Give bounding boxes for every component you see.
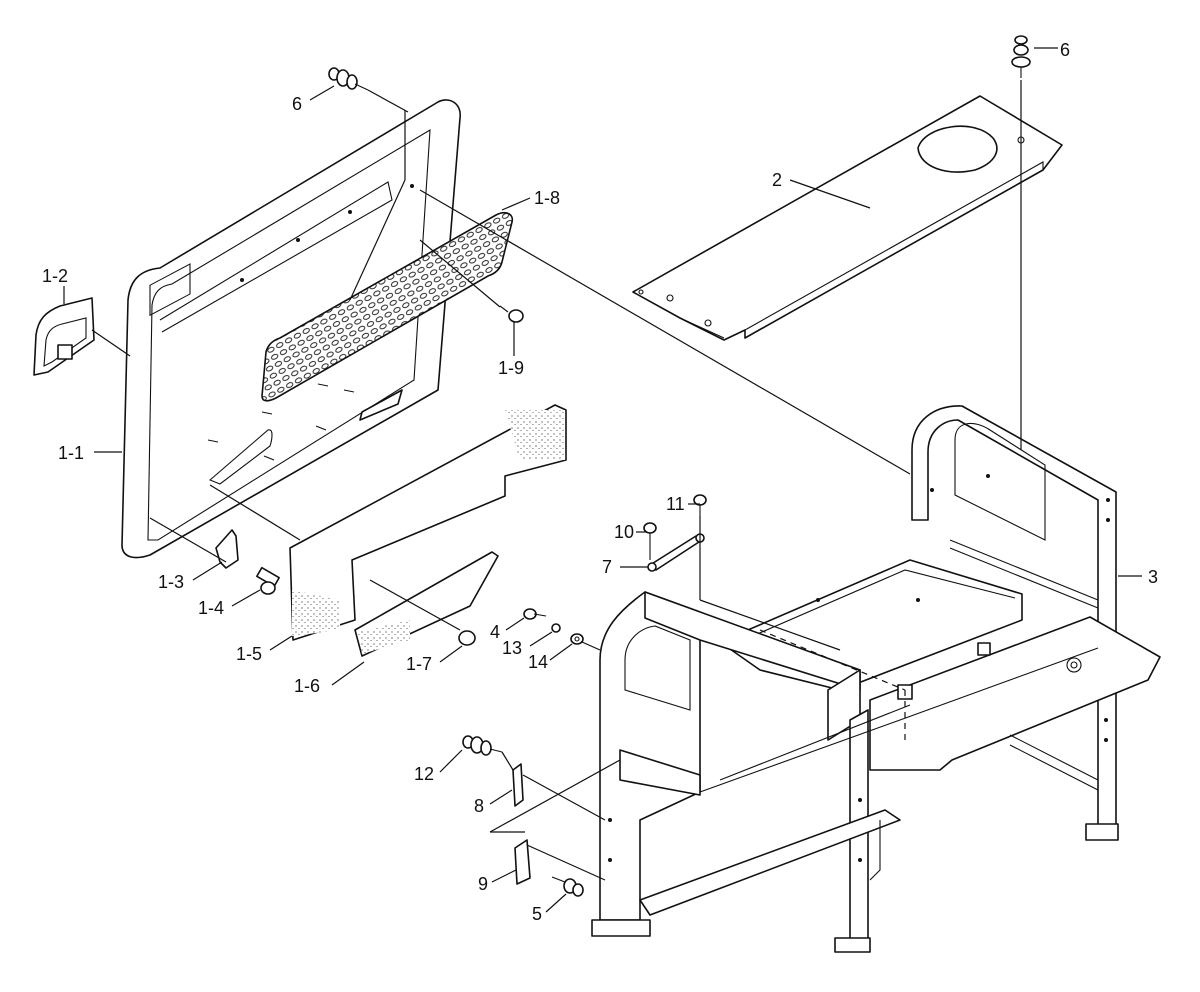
insulation-pad <box>289 404 567 641</box>
screw-11 <box>693 494 707 516</box>
label-1-4: 1-4 <box>198 598 224 618</box>
label-14: 14 <box>528 652 548 672</box>
bracket-9 <box>514 839 531 885</box>
bracket-8 <box>512 763 524 807</box>
label-1-5: 1-5 <box>236 644 262 664</box>
label-1-8: 1-8 <box>534 188 560 208</box>
label-8: 8 <box>474 796 484 816</box>
screw-10 <box>643 522 657 560</box>
door-bolt-holes <box>207 383 355 461</box>
label-5: 5 <box>532 904 542 924</box>
label-13: 13 <box>502 638 522 658</box>
bolt-1-4 <box>256 566 280 595</box>
bolt-12 <box>462 735 503 756</box>
label-11: 11 <box>666 494 685 514</box>
label-10: 10 <box>614 522 634 542</box>
label-9: 9 <box>478 874 488 894</box>
bolt-4 <box>523 608 547 620</box>
label-1-1: 1-1 <box>58 443 84 463</box>
lower-pad <box>354 551 499 657</box>
bolt-5 <box>551 876 584 897</box>
screw-1-9 <box>499 305 524 323</box>
label-1-2: 1-2 <box>42 266 68 286</box>
label-1-3: 1-3 <box>158 572 184 592</box>
label-7: 7 <box>602 557 612 577</box>
label-1-6: 1-6 <box>294 676 320 696</box>
label-12: 12 <box>414 764 434 784</box>
latch-handle <box>33 297 95 376</box>
nut-13 <box>551 623 561 633</box>
top-plate <box>632 95 1063 341</box>
main-frame <box>591 405 1161 953</box>
callout-leaders <box>63 47 1142 913</box>
bolt-6-top <box>1011 35 1031 78</box>
door-grille <box>261 212 514 402</box>
label-6-left: 6 <box>292 94 302 114</box>
label-3: 3 <box>1148 567 1158 587</box>
cap-plug <box>458 630 476 646</box>
label-1-7: 1-7 <box>406 654 432 674</box>
label-2: 2 <box>772 170 782 190</box>
label-1-9: 1-9 <box>498 358 524 378</box>
bolt-6-left <box>328 67 369 91</box>
label-4: 4 <box>490 622 500 642</box>
label-6-top: 6 <box>1060 40 1070 60</box>
assembly-lines <box>91 80 1022 881</box>
part-labels: 6 6 2 1-8 1-2 1-9 1-1 11 10 7 3 1-3 1-4 … <box>42 40 1158 924</box>
door-panel <box>121 99 461 559</box>
bracket-1-3 <box>215 529 239 569</box>
washer-14 <box>570 633 584 645</box>
stay-rod-7 <box>647 533 705 572</box>
